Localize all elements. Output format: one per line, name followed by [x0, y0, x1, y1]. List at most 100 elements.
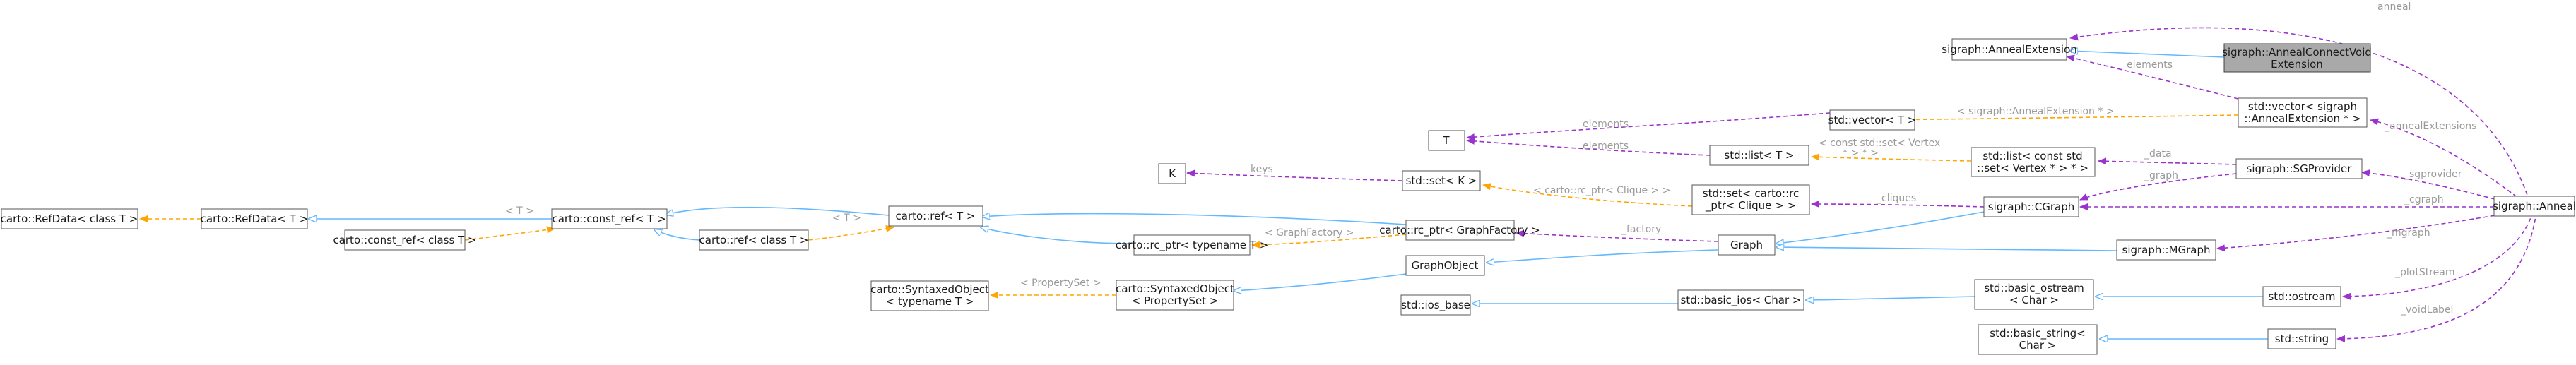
svg-text:std::vector< T >: std::vector< T > — [1828, 114, 1917, 126]
edge-anneal-to-sgprovider — [2361, 169, 2516, 205]
svg-text:sigraph::AnnealExtension: sigraph::AnnealExtension — [1942, 43, 2077, 56]
edge-label-tpl-list-set-2: * > * > — [1843, 148, 1879, 159]
edge-label-mgraph: _mgraph — [2386, 227, 2430, 239]
svg-text:std::ostream: std::ostream — [2268, 290, 2335, 303]
edge-vector-ext-to-annealextension — [2066, 54, 2239, 100]
nodes: sigraph::AnnealConnectVoid Extension sig… — [1, 38, 2576, 355]
edge-label-keys: keys — [1251, 164, 1273, 175]
edge-ref-class-to-ref-T — [808, 225, 894, 241]
node-basic-ios-char[interactable]: std::basic_ios< Char > — [1677, 289, 1804, 311]
edge-vector-ext-to-vector-T — [1886, 114, 2239, 124]
edge-label-graph: _graph — [2144, 170, 2178, 181]
svg-text:std::set< carto::rc: std::set< carto::rc — [1703, 187, 1799, 200]
node-refdata-class-T[interactable]: carto::RefData< class T > — [1, 208, 138, 229]
node-ref-class-T[interactable]: carto::ref< class T > — [699, 229, 809, 251]
svg-text:std::list< const std: std::list< const std — [1983, 150, 2082, 162]
node-annealconnectvoidextension[interactable]: sigraph::AnnealConnectVoid Extension — [2222, 43, 2372, 73]
edge-label-sgprovider: _sgprovider — [2404, 169, 2462, 180]
node-set-clique[interactable]: std::set< carto::rc _ptr< Clique > > — [1691, 184, 1810, 215]
edge-label-elements-vec-ext: elements — [2127, 59, 2173, 71]
svg-text:carto::rc_ptr< GraphFactory >: carto::rc_ptr< GraphFactory > — [1379, 224, 1540, 237]
node-list-T[interactable]: std::list< T > — [1709, 145, 1809, 166]
svg-text:_ptr< Clique > >: _ptr< Clique > > — [1705, 199, 1796, 213]
edge-label-cgraph: _cgraph — [2404, 194, 2444, 205]
edge-anneal-to-string — [2336, 211, 2537, 342]
svg-text:Extension: Extension — [2271, 58, 2323, 71]
edge-set-clique-to-set-K — [1482, 183, 1693, 207]
edge-ref-class-to-const-ref-T — [654, 229, 700, 241]
svg-text:carto::const_ref< T >: carto::const_ref< T > — [552, 213, 666, 226]
svg-text:sigraph::AnnealConnectVoid: sigraph::AnnealConnectVoid — [2222, 46, 2372, 59]
node-graph[interactable]: Graph — [1718, 234, 1776, 256]
node-ref-T[interactable]: carto::ref< T > — [888, 205, 983, 227]
edge-cgraph-to-graph — [1776, 211, 1985, 244]
edge-rc-ptr-graphfactory-to-rc-ptr-typename — [1251, 234, 1407, 249]
svg-text:std::string: std::string — [2275, 333, 2329, 345]
node-graphobject[interactable]: GraphObject — [1405, 255, 1485, 276]
svg-text:::AnnealExtension * >: ::AnnealExtension * > — [2244, 112, 2361, 125]
edge-label-factory: _factory — [1621, 224, 1661, 235]
node-const-ref-class-T[interactable]: carto::const_ref< class T > — [333, 229, 477, 251]
edges — [139, 27, 2537, 342]
svg-text:carto::SyntaxedObject: carto::SyntaxedObject — [870, 283, 989, 296]
edge-label-data: _data — [2144, 148, 2172, 160]
node-ios-base[interactable]: std::ios_base — [1400, 294, 1471, 316]
node-basic-ostream-char[interactable]: std::basic_ostream < Char > — [1974, 279, 2094, 310]
node-vector-T[interactable]: std::vector< T > — [1828, 109, 1917, 131]
svg-text:sigraph::CGraph: sigraph::CGraph — [1988, 201, 2074, 213]
node-string[interactable]: std::string — [2267, 328, 2336, 349]
node-const-ref-T[interactable]: carto::const_ref< T > — [551, 208, 668, 229]
node-annealextension[interactable]: sigraph::AnnealExtension — [1942, 38, 2077, 61]
node-vector-annealextension[interactable]: std::vector< sigraph ::AnnealExtension *… — [2238, 97, 2368, 128]
edge-label-tpl-ref-T1: < T > — [505, 205, 534, 217]
svg-text:std::basic_ios< Char >: std::basic_ios< Char > — [1681, 294, 1802, 307]
edge-set-K-to-K — [1186, 169, 1403, 181]
node-rc-ptr-typename-T[interactable]: carto::rc_ptr< typename T > — [1116, 234, 1269, 256]
edge-annealconnectvoid-to-annealextension — [2070, 51, 2225, 58]
node-refdata-T[interactable]: carto::RefData< T > — [201, 208, 309, 229]
node-set-K[interactable]: std::set< K > — [1402, 170, 1481, 191]
node-T[interactable]: T — [1428, 130, 1465, 151]
edge-label-tpl-vector-ext: < sigraph::AnnealExtension * > — [1957, 106, 2115, 117]
edge-vector-T-to-T — [1466, 112, 1831, 141]
svg-text:sigraph::SGProvider: sigraph::SGProvider — [2247, 162, 2353, 175]
svg-text:< typename T >: < typename T > — [886, 295, 974, 308]
svg-text:carto::rc_ptr< typename T >: carto::rc_ptr< typename T > — [1116, 239, 1269, 252]
edge-anneal-to-mgraph — [2216, 211, 2516, 252]
edge-label-annealextensions: _annealExtensions — [2384, 121, 2476, 132]
node-basic-string-char[interactable]: std::basic_string< Char > — [1978, 324, 2098, 355]
node-ostream[interactable]: std::ostream — [2262, 286, 2341, 307]
svg-text:std::set< K >: std::set< K > — [1406, 174, 1477, 187]
svg-text:< PropertySet >: < PropertySet > — [1132, 294, 1219, 307]
node-syntaxedobject-propertyset[interactable]: carto::SyntaxedObject < PropertySet > — [1116, 280, 1234, 311]
edge-mgraph-to-graph — [1776, 247, 2117, 251]
svg-text:< Char >: < Char > — [2009, 294, 2059, 306]
node-rc-ptr-graphfactory[interactable]: carto::rc_ptr< GraphFactory > — [1379, 220, 1540, 241]
edge-list-T-to-T — [1466, 137, 1711, 156]
edge-labels: anneal elements elements elements < sigr… — [505, 1, 2476, 316]
node-syntaxedobject-typename-T[interactable]: carto::SyntaxedObject < typename T > — [870, 280, 989, 311]
edge-anneal-to-ostream — [2342, 211, 2534, 300]
edge-ref-T-to-const-ref-T — [666, 206, 890, 215]
node-sgprovider[interactable]: sigraph::SGProvider — [2235, 158, 2363, 179]
node-anneal[interactable]: sigraph::Anneal — [2493, 196, 2576, 217]
node-mgraph[interactable]: sigraph::MGraph — [2116, 239, 2216, 261]
node-K[interactable]: K — [1158, 163, 1186, 184]
svg-text:Graph: Graph — [1730, 239, 1763, 251]
svg-text:std::basic_ostream: std::basic_ostream — [1984, 282, 2084, 295]
edge-label-anneal: anneal — [2377, 1, 2411, 13]
svg-text:sigraph::Anneal: sigraph::Anneal — [2493, 200, 2576, 213]
svg-text:carto::const_ref< class T >: carto::const_ref< class T > — [333, 234, 476, 247]
node-cgraph[interactable]: sigraph::CGraph — [1983, 196, 2079, 217]
svg-text:K: K — [1169, 167, 1176, 180]
svg-text:carto::SyntaxedObject: carto::SyntaxedObject — [1116, 282, 1234, 295]
edge-list-set-to-list-T — [1811, 153, 1972, 162]
edge-graph-to-graphobject — [1487, 249, 1719, 263]
edge-cgraph-to-set-clique — [1811, 201, 1985, 208]
edge-label-tpl-list-set-1: < const std::set< Vertex — [1819, 138, 1940, 149]
svg-text:std::ios_base: std::ios_base — [1401, 299, 1470, 312]
node-list-set-vertex[interactable]: std::list< const std ::set< Vertex * > *… — [1971, 147, 2096, 177]
svg-text:carto::RefData< class T >: carto::RefData< class T > — [1, 213, 138, 225]
